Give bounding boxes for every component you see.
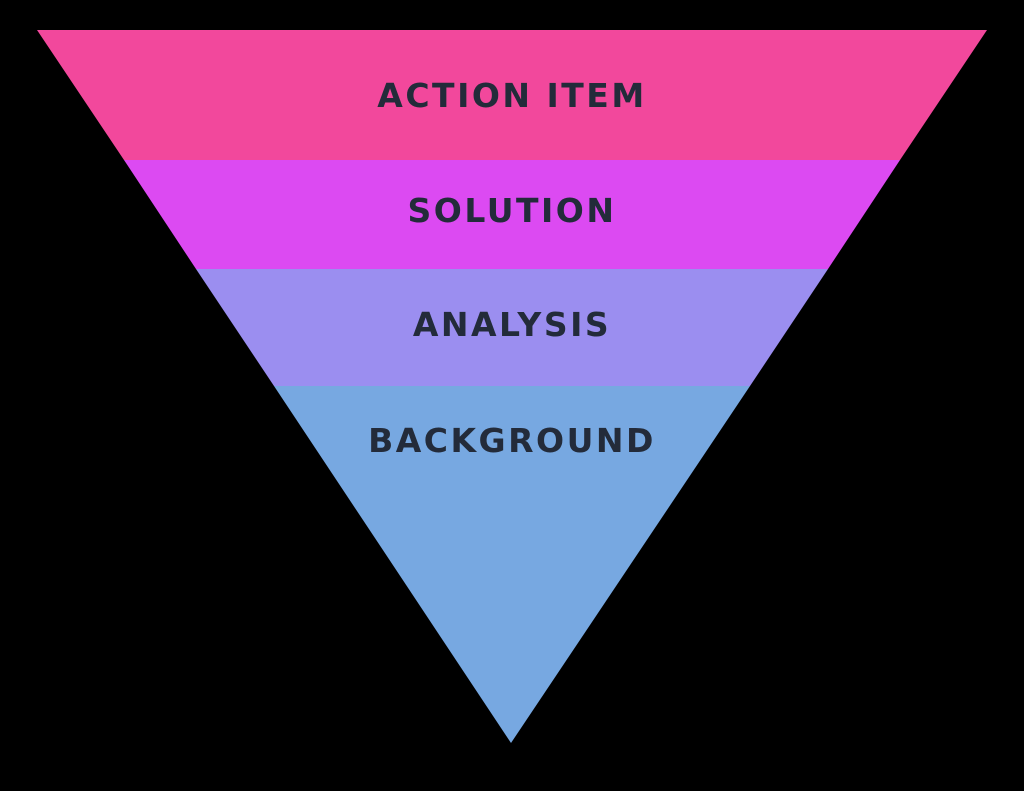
layer-solution-shape — [124, 160, 900, 269]
layer-solution-label: SOLUTION — [408, 191, 617, 230]
layer-analysis-shape — [196, 269, 828, 386]
layer-action-item-shape — [37, 30, 987, 160]
layer-background-label: BACKGROUND — [368, 421, 656, 460]
layer-action-item-label: ACTION ITEM — [377, 76, 646, 115]
layer-action-item: ACTION ITEM — [37, 30, 987, 160]
layer-background: BACKGROUND — [274, 386, 750, 743]
layer-background-shape — [274, 386, 750, 743]
layer-analysis: ANALYSIS — [196, 269, 828, 386]
layer-solution: SOLUTION — [124, 160, 900, 269]
layer-analysis-label: ANALYSIS — [413, 305, 611, 344]
